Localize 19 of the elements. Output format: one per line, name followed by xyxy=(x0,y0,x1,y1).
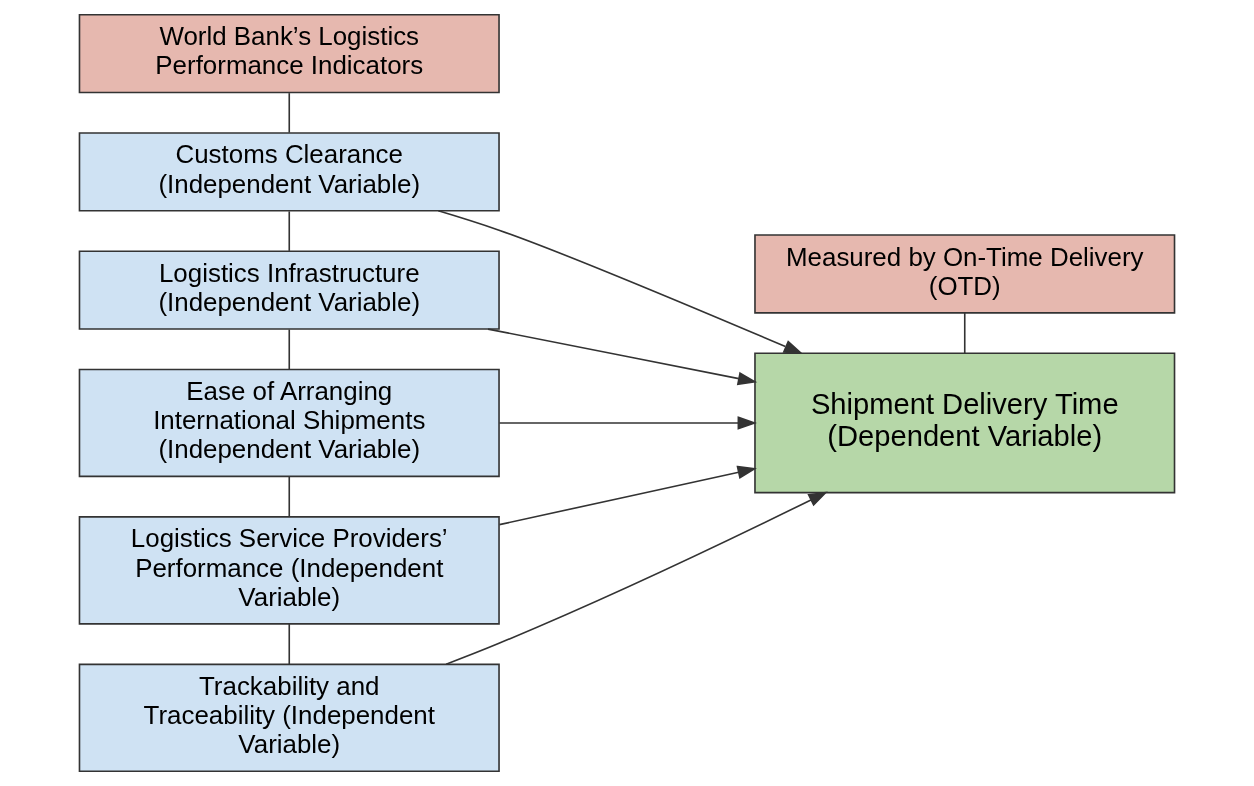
arrow xyxy=(498,465,757,526)
node-box: Ease of Arranging International Shipments (Independent Variable) xyxy=(78,368,500,478)
arrow xyxy=(498,416,757,430)
connector xyxy=(288,92,291,134)
connector xyxy=(288,210,291,252)
connector xyxy=(288,623,291,666)
node-box: Logistics Service Providers’ Performance (Independent Variable) xyxy=(78,516,500,625)
node-box: Shipment Delivery Time (Dependent Variable) xyxy=(754,352,1176,494)
arrow xyxy=(437,210,804,355)
arrow xyxy=(445,491,828,665)
node-box: Customs Clearance (Independent Variable) xyxy=(78,132,500,212)
arrow xyxy=(487,328,758,386)
node-box: World Bank’s Logistics Performance Indicators xyxy=(78,13,500,94)
connector xyxy=(288,328,291,370)
connector xyxy=(288,475,291,518)
connector xyxy=(963,312,966,354)
node-box: Measured by On-Time Delivery (OTD) xyxy=(754,234,1176,314)
node-box: Trackability and Traceability (Independent Variable) xyxy=(78,663,500,773)
node-box: Logistics Infrastructure (Independent Variable) xyxy=(78,250,500,330)
